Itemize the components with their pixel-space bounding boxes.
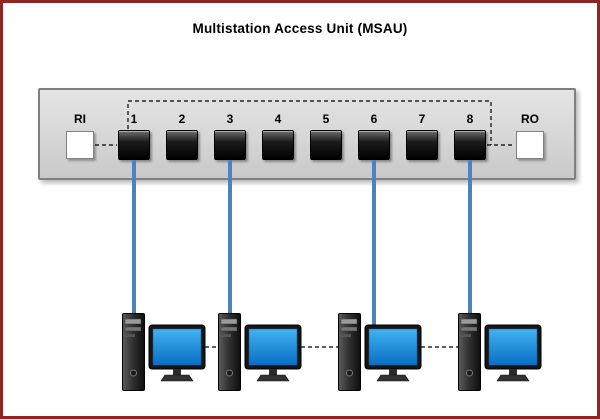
diagram-title: Multistation Access Unit (MSAU) [192, 21, 408, 36]
port-2-jack [166, 130, 198, 160]
workstation-2 [218, 313, 302, 391]
msau-port-5: 5 [309, 110, 343, 160]
port-2-number: 2 [178, 112, 186, 126]
ring-in-connector [66, 131, 94, 159]
ring-out-label: RO [521, 112, 539, 126]
port-3-number: 3 [226, 112, 234, 126]
ring-out-group: RO [513, 110, 547, 159]
port-1-number: 1 [130, 112, 138, 126]
ring-in-group: RI [63, 110, 97, 159]
port-5-jack [310, 130, 342, 160]
msau-port-2: 2 [165, 110, 199, 160]
port-4-jack [262, 130, 294, 160]
workstation-3 [338, 313, 422, 391]
port-1-jack [118, 130, 150, 160]
msau-port-4: 4 [261, 110, 295, 160]
port-6-jack [358, 130, 390, 160]
ring-in-label: RI [74, 112, 86, 126]
workstation-4 [458, 313, 542, 391]
msau-port-3: 3 [213, 110, 247, 160]
port-6-number: 6 [370, 112, 378, 126]
port-8-number: 8 [466, 112, 474, 126]
workstation-1 [122, 313, 206, 391]
port-3-jack [214, 130, 246, 160]
port-4-number: 4 [274, 112, 282, 126]
msau-port-1: 1 [117, 110, 151, 160]
msau-port-6: 6 [357, 110, 391, 160]
ring-out-connector [516, 131, 544, 159]
port-8-jack [454, 130, 486, 160]
port-7-jack [406, 130, 438, 160]
port-5-number: 5 [322, 112, 330, 126]
msau-port-7: 7 [405, 110, 439, 160]
msau-port-8: 8 [453, 110, 487, 160]
msau-unit: RI 1 2 3 4 5 6 7 [38, 88, 576, 180]
port-7-number: 7 [418, 112, 426, 126]
